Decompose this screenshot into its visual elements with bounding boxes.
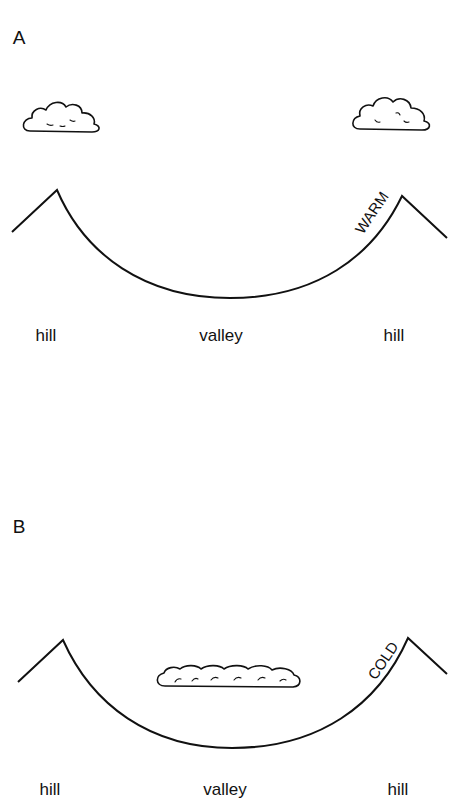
cloud [353,98,430,130]
temperature-label: WARM [352,188,391,235]
panel-letter: A [13,28,26,47]
terrain-label: valley [203,781,246,798]
terrain-label: valley [199,327,242,344]
cloud [157,666,300,687]
terrain-label: hill [36,327,57,344]
terrain-label: hill [384,327,405,344]
terrain-line [18,638,447,748]
cloud [23,102,99,132]
terrain-label: hill [388,781,409,798]
terrain-label: hill [40,781,61,798]
temperature-label: COLD [365,639,401,682]
panel-letter: B [13,517,26,536]
